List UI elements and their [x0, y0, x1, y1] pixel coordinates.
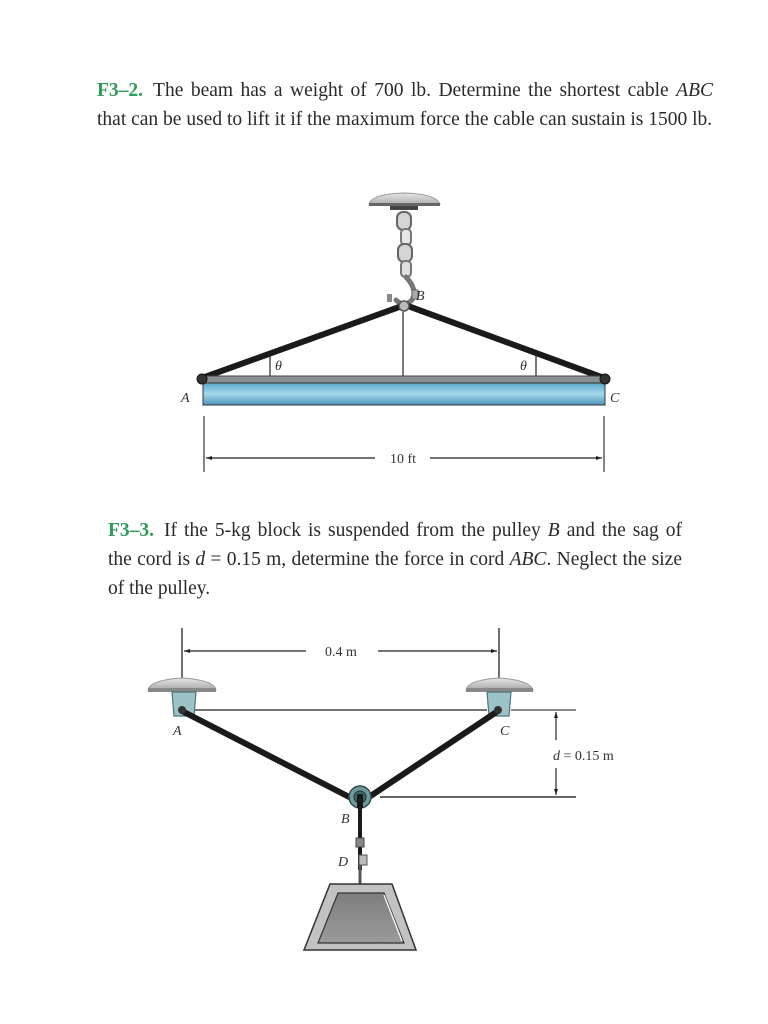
sag-label: d = 0.15 m — [553, 749, 614, 764]
problem-text-part: and the sag of the cord is — [108, 520, 683, 570]
dimension-10ft — [203, 416, 605, 472]
problem-text-italic: ABC — [676, 80, 713, 101]
span-label-0-4m: 0.4 m — [325, 645, 357, 660]
cable-ab — [199, 303, 405, 381]
anchor-c — [494, 706, 502, 714]
theta-label-right: θ — [520, 359, 527, 374]
point-label-c: C — [610, 391, 620, 406]
hook-d — [358, 854, 368, 866]
problem-text-italic: ABC — [509, 549, 547, 570]
hanger-link — [355, 837, 365, 848]
connector-a — [196, 373, 208, 385]
cable-bc — [405, 303, 607, 381]
problem-text-part: . Neglect the size of the pulley. — [108, 549, 682, 599]
point-label-a: A — [180, 391, 190, 406]
pulley-icon — [348, 785, 372, 809]
connector-c — [599, 373, 611, 385]
dimension-sag — [554, 712, 558, 795]
theta-label-left: θ — [275, 359, 282, 374]
point-label-a: A — [172, 724, 182, 739]
problem-label-f3-3: F3–3. — [108, 520, 155, 541]
ceiling-support — [368, 192, 441, 210]
hook-point-b — [398, 300, 410, 312]
point-label-d: D — [337, 855, 348, 870]
point-label-c: C — [500, 724, 510, 739]
dimension-0-4m — [181, 628, 500, 683]
cord-bc — [360, 708, 501, 804]
span-label-10ft: 10 ft — [390, 452, 416, 467]
problem-text-italic: B — [547, 520, 560, 541]
problem-label-f3-2: F3–2. — [97, 80, 144, 101]
ceiling-support-right — [465, 677, 534, 717]
problem-f3-3-text: F3–3. If the 5-kg block is suspended from… — [108, 516, 682, 603]
problem-text-italic: d — [195, 549, 206, 570]
sag-value: = 0.15 m — [560, 749, 614, 764]
point-label-b: B — [341, 812, 350, 827]
weight-block — [302, 883, 418, 951]
problem-text-part: = 0.15 m, determine the force in cord — [205, 549, 510, 570]
beam — [202, 375, 606, 406]
problem-text-part: The beam has a weight of 700 lb. Determi… — [153, 80, 677, 101]
point-label-b: B — [416, 289, 425, 304]
problem-text-part: If the 5-kg block is suspended from the … — [164, 520, 548, 541]
problem-f3-2-text: F3–2. The beam has a weight of 700 lb. De… — [97, 76, 713, 134]
sag-variable: d — [553, 749, 561, 764]
anchor-a — [178, 706, 186, 714]
figure-f3-2: θ θ A B C 10 ft — [180, 192, 620, 472]
problem-text-part: that can be used to lift it if the maxim… — [97, 109, 713, 130]
cord-ab — [179, 708, 360, 804]
